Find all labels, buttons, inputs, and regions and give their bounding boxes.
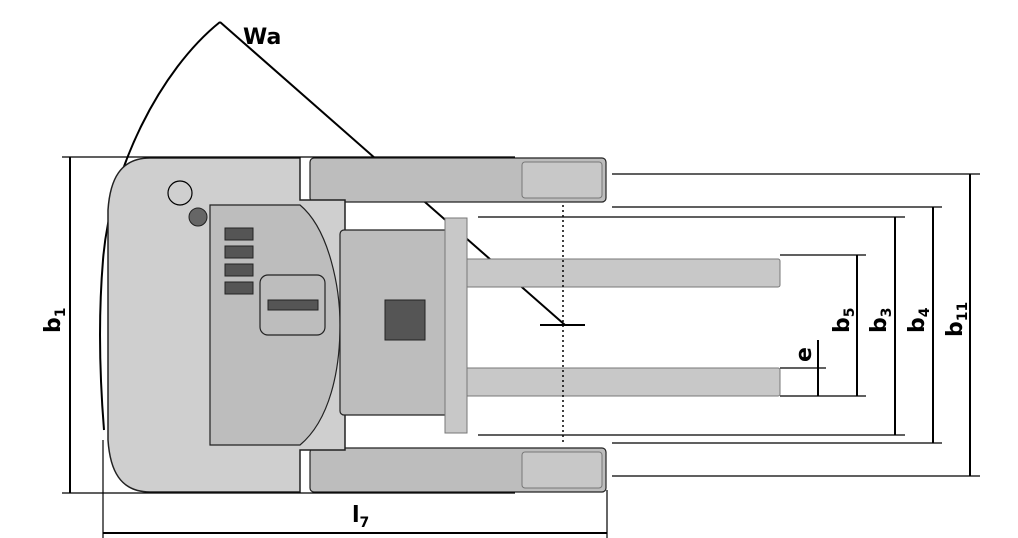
fork-tine-top [459, 258, 781, 288]
control-keys [267, 299, 319, 311]
label-wa: Wa [243, 25, 281, 50]
label-b5: b5 [830, 308, 858, 334]
support-leg-bottom-inner [521, 451, 603, 489]
battery-cell-2 [224, 245, 254, 259]
battery-cell-3 [224, 263, 254, 277]
emergency-stop [188, 207, 208, 227]
label-b4: b4 [905, 307, 933, 333]
label-b1: b1 [41, 308, 69, 334]
label-e: e [792, 347, 817, 362]
svg-text:b3: b3 [867, 308, 895, 334]
label-b11: b11 [943, 302, 971, 337]
battery-cell-4 [224, 281, 254, 295]
battery-cell-1 [224, 227, 254, 241]
fork-tine-bottom [459, 367, 781, 397]
turning-radius-arc [99, 21, 221, 431]
label-b3: b3 [867, 308, 895, 334]
svg-text:b1: b1 [41, 308, 69, 334]
label-l7: l7 [352, 503, 369, 531]
hydraulic-block [384, 299, 426, 341]
steering-knob [167, 180, 193, 206]
svg-text:b4: b4 [905, 307, 933, 333]
svg-text:e: e [792, 347, 817, 362]
support-leg-top-inner [521, 161, 603, 199]
carriage-plate [444, 217, 468, 434]
svg-text:b11: b11 [943, 302, 971, 337]
svg-text:b5: b5 [830, 308, 858, 334]
